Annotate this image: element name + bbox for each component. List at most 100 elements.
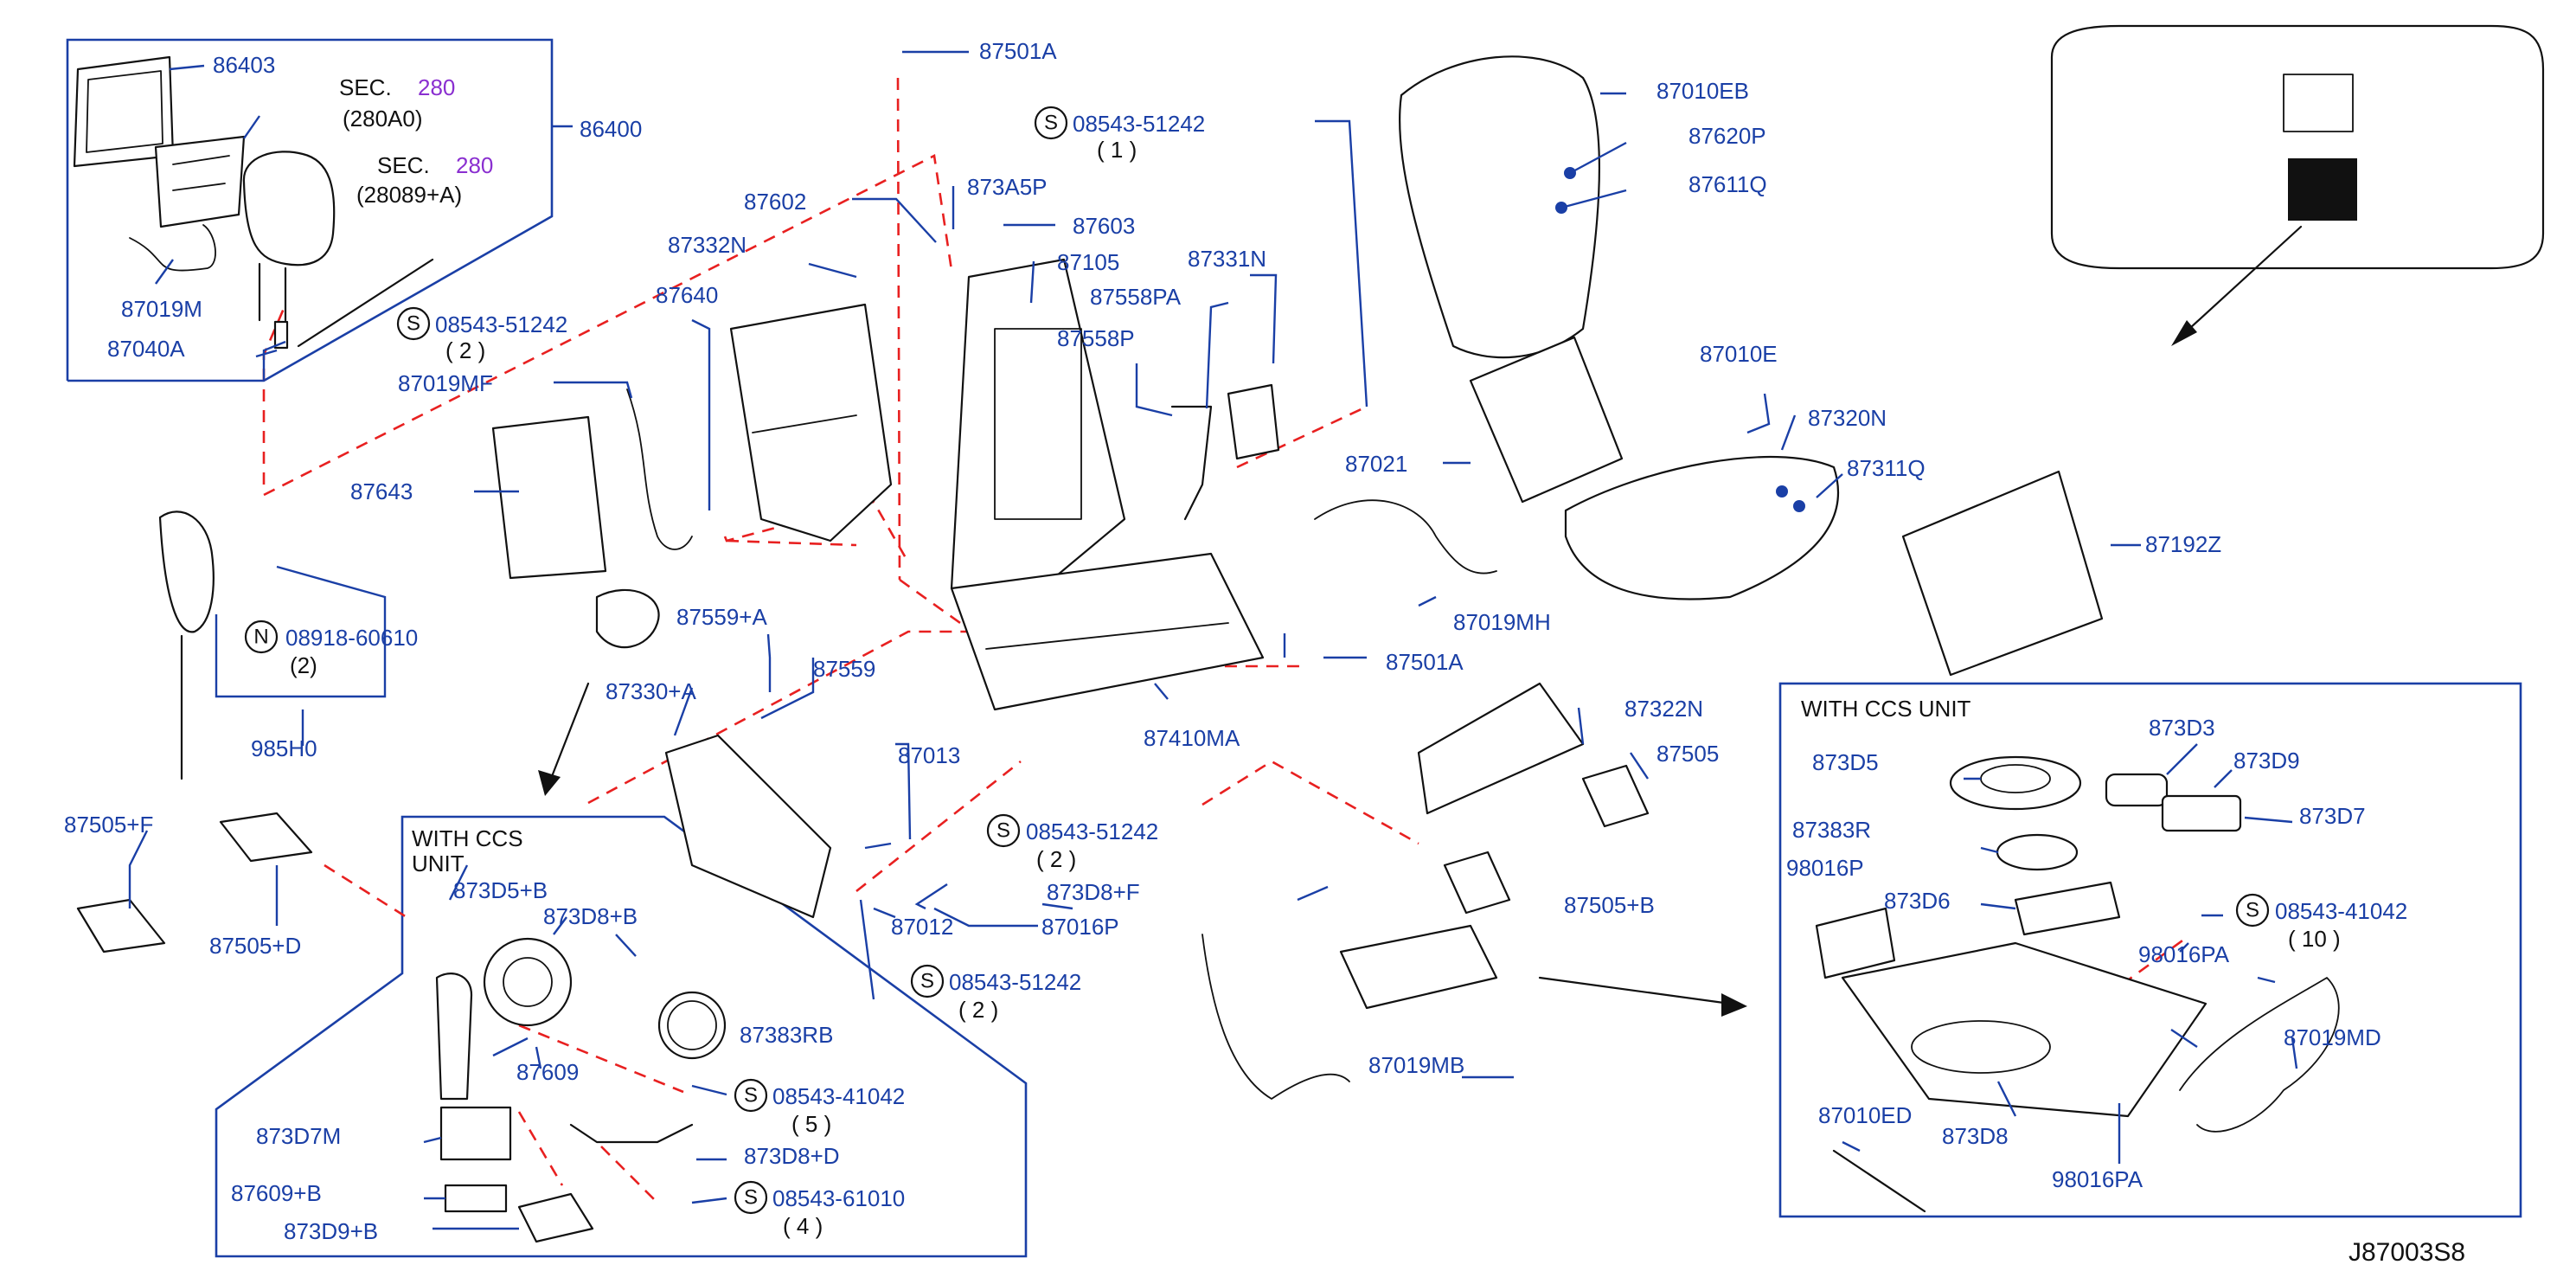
svg-text:873D9+B: 873D9+B	[284, 1218, 378, 1244]
svg-text:08543-51242: 08543-51242	[1026, 819, 1158, 844]
svg-text:S: S	[920, 970, 934, 993]
drawing-ref-code: J87003S8	[2349, 1238, 2465, 1267]
fastener-callout-6: S 08543-41042 ( 5 )	[734, 1078, 905, 1137]
svg-text:873D6: 873D6	[1884, 888, 1951, 914]
svg-text:87330+A: 87330+A	[606, 678, 696, 704]
svg-text:( 2 ): ( 2 )	[445, 337, 485, 363]
svg-text:87640: 87640	[656, 282, 718, 308]
svg-text:98016PA: 98016PA	[2052, 1166, 2143, 1192]
ccs-module-873d7	[2161, 794, 2242, 832]
svg-text:87501A: 87501A	[979, 38, 1057, 64]
controller-873d6	[2014, 881, 2121, 936]
fastener-callout-2: S 08543-51242 ( 2 )	[396, 306, 567, 363]
svg-text:87331N: 87331N	[1188, 246, 1266, 272]
svg-text:(280A0): (280A0)	[343, 106, 423, 132]
motor-87559a	[595, 588, 660, 649]
svg-text:87019MB: 87019MB	[1368, 1052, 1464, 1078]
svg-text:( 10 ): ( 10 )	[2288, 926, 2341, 952]
fastener-callout-7: S 08543-61010 ( 4 )	[734, 1180, 905, 1239]
sec-ref-280a0: SEC. 280 (280A0)	[339, 74, 455, 132]
svg-text:( 1 ): ( 1 )	[1097, 137, 1137, 163]
svg-text:87105: 87105	[1057, 249, 1119, 275]
pad-87643	[491, 415, 607, 580]
svg-text:873D5+B: 873D5+B	[453, 877, 548, 903]
svg-text:87602: 87602	[744, 189, 806, 215]
svg-text:873D8: 873D8	[1942, 1123, 2009, 1149]
svg-text:87559+A: 87559+A	[676, 604, 767, 630]
svg-text:87558PA: 87558PA	[1090, 284, 1182, 310]
svg-text:87332N: 87332N	[668, 232, 747, 258]
svg-text:87019MD: 87019MD	[2284, 1024, 2381, 1050]
ring-87383r	[1996, 833, 2079, 871]
headrest-group-frame	[66, 38, 554, 382]
svg-text:S: S	[2246, 899, 2259, 922]
bracket-873d8	[569, 1123, 694, 1144]
svg-text:873D3: 873D3	[2149, 715, 2215, 741]
leader-lines	[128, 50, 2298, 1230]
svg-text:87505: 87505	[1656, 741, 1719, 767]
ring-87383rb	[657, 991, 727, 1060]
svg-text:280: 280	[418, 74, 455, 100]
svg-text:87505+F: 87505+F	[64, 812, 153, 838]
svg-text:86400: 86400	[580, 116, 642, 142]
cover-87505f	[76, 898, 166, 953]
svg-text:87410MA: 87410MA	[1144, 725, 1240, 751]
svg-text:87322N: 87322N	[1624, 696, 1703, 722]
headrest	[242, 151, 336, 322]
svg-text:98016PA: 98016PA	[2138, 941, 2230, 967]
harness-87019mh	[1314, 499, 1497, 575]
seat-frame-assembly	[950, 258, 1265, 711]
svg-text:985H0: 985H0	[251, 735, 317, 761]
ccs-left-title-1: WITH CCS	[412, 825, 523, 851]
svg-text:87019MF: 87019MF	[398, 370, 493, 396]
svg-text:280: 280	[456, 152, 493, 178]
svg-text:S: S	[744, 1084, 758, 1107]
filter-873d3	[2105, 773, 2169, 807]
svg-text:87016P: 87016P	[1041, 914, 1119, 940]
svg-text:873D8+D: 873D8+D	[744, 1143, 840, 1169]
svg-text:87620P: 87620P	[1688, 123, 1766, 149]
fastener-callout-1: S 08543-51242 ( 1 )	[1034, 106, 1205, 163]
svg-text:S: S	[407, 312, 420, 336]
svg-text:87010E: 87010E	[1700, 341, 1778, 367]
svg-text:873A5P: 873A5P	[967, 174, 1048, 200]
monitor-bracket	[154, 135, 246, 228]
svg-text:87383RB: 87383RB	[740, 1022, 833, 1048]
seat-cushion-pad	[1564, 455, 1840, 600]
svg-text:SEC.: SEC.	[339, 74, 392, 100]
svg-text:S: S	[744, 1186, 758, 1210]
svg-text:(28089+A): (28089+A)	[356, 182, 462, 208]
svg-text:( 2 ): ( 2 )	[1036, 846, 1076, 872]
ccs-right-title: WITH CCS UNIT	[1801, 696, 1971, 722]
svg-text:87505+B: 87505+B	[1564, 892, 1655, 918]
tie-87010ed	[1832, 1149, 1926, 1213]
svg-text:873D7M: 873D7M	[256, 1123, 341, 1149]
back-panel-87332n	[729, 303, 893, 542]
svg-text:(2): (2)	[290, 652, 317, 678]
svg-text:87501A: 87501A	[1386, 649, 1464, 675]
svg-text:87010ED: 87010ED	[1818, 1102, 1912, 1128]
svg-text:08543-51242: 08543-51242	[1073, 111, 1205, 137]
svg-text:87609+B: 87609+B	[231, 1180, 322, 1206]
harness-87019m	[129, 224, 216, 272]
svg-text:87383R: 87383R	[1792, 817, 1871, 843]
recliner-87558p	[1170, 405, 1213, 521]
svg-text:87559: 87559	[813, 656, 875, 682]
fastener-callout-3: N 08918-60610 (2)	[244, 620, 418, 678]
bracket-87331n	[1227, 383, 1280, 460]
fastener-callout-8: S 08543-41042 ( 10 )	[2235, 893, 2407, 952]
svg-text:87609: 87609	[516, 1059, 579, 1085]
svg-text:87611Q: 87611Q	[1688, 171, 1767, 197]
svg-text:87320N: 87320N	[1808, 405, 1887, 431]
cover-87505d	[219, 812, 313, 863]
svg-text:87311Q: 87311Q	[1847, 455, 1926, 481]
vehicle-topview	[2050, 24, 2545, 346]
svg-text:87192Z: 87192Z	[2145, 531, 2221, 557]
svg-text:873D8+F: 873D8+F	[1047, 879, 1140, 905]
svg-text:S: S	[996, 819, 1010, 843]
svg-text:SEC.: SEC.	[377, 152, 430, 178]
svg-text:86403: 86403	[213, 52, 275, 78]
finisher-87322n	[1417, 682, 1585, 815]
